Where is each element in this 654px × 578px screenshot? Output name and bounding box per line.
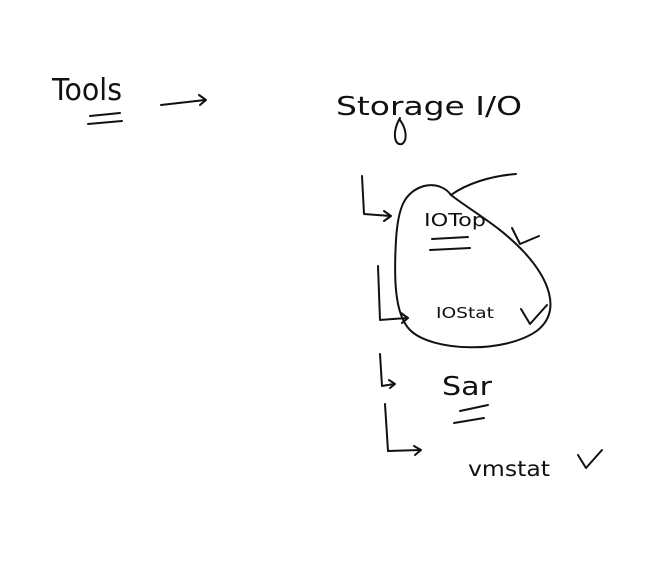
- tool-iotop: IOTop: [424, 210, 540, 251]
- sar-label: Sar: [442, 372, 492, 402]
- arrow-tools-to-storage: [160, 94, 207, 106]
- tool-iostat: IOStat: [436, 304, 548, 325]
- iostat-label: IOStat: [436, 304, 494, 322]
- vmstat-checkmark: [577, 449, 603, 469]
- tools-label: Tools: [51, 73, 122, 108]
- node-storage-io: Storage I/O: [336, 92, 522, 146]
- branch-connector-vmstat: [384, 403, 422, 456]
- node-tools: Tools: [51, 73, 123, 125]
- iotop-label: IOTop: [424, 210, 486, 231]
- storage-io-label: Storage I/O: [336, 92, 522, 122]
- iotop-underline: [429, 236, 471, 251]
- selection-loop: [394, 173, 552, 349]
- tools-underline: [87, 112, 123, 125]
- tool-sar: Sar: [442, 372, 492, 424]
- iostat-checkmark: [520, 304, 548, 325]
- sar-underline: [453, 404, 489, 424]
- vmstat-label: vmstat: [468, 457, 550, 481]
- storage-g-loop: [394, 117, 407, 146]
- branch-connector-sar: [379, 353, 396, 389]
- tool-vmstat: vmstat: [468, 449, 603, 481]
- iotop-checkmark: [511, 227, 540, 245]
- branch-connector-iostat: [377, 265, 409, 324]
- branch-connector-iotop: [361, 175, 392, 222]
